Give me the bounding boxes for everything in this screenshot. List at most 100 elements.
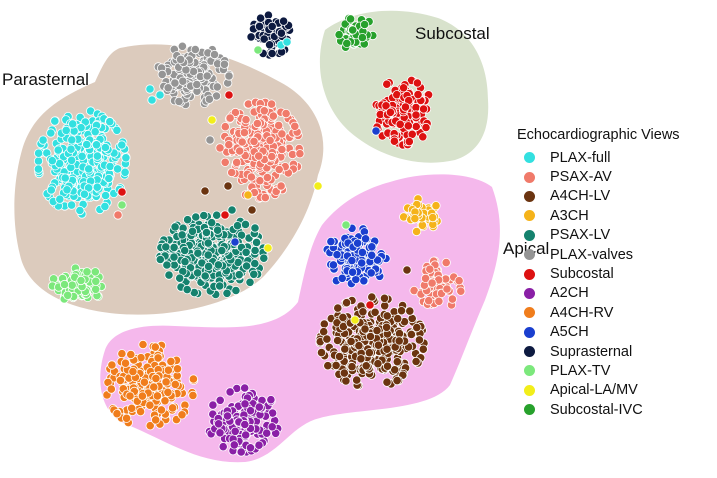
data-point <box>136 406 146 417</box>
data-point <box>219 59 229 69</box>
data-point <box>382 377 392 387</box>
data-point <box>402 265 412 275</box>
data-point <box>151 415 161 425</box>
data-point <box>152 391 162 401</box>
data-point <box>264 40 275 50</box>
data-point <box>92 151 103 161</box>
data-point <box>155 254 165 265</box>
legend-item: A3CH <box>517 206 680 225</box>
data-point <box>137 391 147 401</box>
data-point <box>213 260 223 270</box>
data-point <box>33 156 44 166</box>
data-point <box>234 270 244 280</box>
data-point <box>442 284 452 294</box>
data-point <box>360 234 371 244</box>
data-point <box>357 32 367 43</box>
data-point <box>389 136 399 146</box>
data-point <box>268 111 278 121</box>
data-point <box>212 210 222 220</box>
data-point <box>128 366 138 377</box>
data-point <box>188 66 199 77</box>
data-point <box>155 90 165 100</box>
legend-item: PSAX-AV <box>517 167 680 186</box>
legend-marker <box>524 326 535 338</box>
data-point <box>427 278 437 288</box>
data-point <box>406 329 416 339</box>
data-point <box>250 223 260 233</box>
data-point <box>59 279 70 290</box>
legend-label: A3CH <box>550 207 589 224</box>
data-point <box>322 334 332 344</box>
data-point <box>153 353 163 363</box>
data-point <box>33 164 44 174</box>
data-point <box>46 128 56 138</box>
data-point <box>371 126 381 136</box>
data-point <box>201 227 212 238</box>
data-point <box>347 255 357 266</box>
data-point <box>341 376 351 386</box>
data-point <box>411 356 421 367</box>
data-point <box>263 243 273 253</box>
legend-label: PLAX-TV <box>550 362 611 379</box>
legend-marker <box>524 346 535 358</box>
data-point <box>100 142 111 153</box>
data-point <box>276 28 286 38</box>
data-point <box>249 269 259 279</box>
data-point <box>150 342 160 352</box>
data-point <box>230 107 240 118</box>
data-point <box>139 377 149 387</box>
data-point <box>188 374 198 384</box>
data-point <box>230 237 240 247</box>
data-point <box>66 144 76 154</box>
data-point <box>187 226 198 236</box>
data-point <box>414 335 424 345</box>
data-point <box>278 16 289 26</box>
data-point <box>242 261 252 271</box>
data-point <box>90 127 100 137</box>
data-point <box>222 288 232 298</box>
data-point <box>209 49 220 60</box>
data-point <box>260 193 270 203</box>
data-point <box>347 362 357 372</box>
data-point <box>175 273 185 283</box>
data-point <box>447 294 457 304</box>
data-point <box>392 357 402 367</box>
data-point <box>46 185 56 195</box>
data-point <box>232 221 243 231</box>
data-point <box>208 400 218 410</box>
data-point <box>240 419 250 430</box>
data-point <box>177 230 187 240</box>
data-point <box>246 32 256 42</box>
data-point <box>215 143 225 153</box>
data-point <box>390 365 400 375</box>
legend-label: A2CH <box>550 285 589 302</box>
data-point <box>274 120 284 131</box>
data-point <box>334 30 344 40</box>
data-point <box>241 115 251 125</box>
data-point <box>382 311 392 321</box>
data-point <box>190 44 200 55</box>
data-point <box>421 122 431 133</box>
data-point <box>373 340 383 350</box>
data-point <box>214 419 224 429</box>
data-point <box>267 422 277 432</box>
data-point <box>359 276 369 286</box>
data-point <box>403 121 413 131</box>
data-point <box>252 118 262 129</box>
data-point <box>411 226 422 237</box>
data-point <box>398 83 409 93</box>
legend-label: PLAX-full <box>550 149 611 166</box>
data-point <box>151 373 161 383</box>
data-point <box>267 151 277 162</box>
data-point <box>163 83 173 93</box>
data-point <box>122 413 132 423</box>
legend-label: A4CH-RV <box>550 304 614 321</box>
data-point <box>91 276 101 286</box>
data-point <box>334 351 345 362</box>
data-point <box>332 250 342 260</box>
data-point <box>121 153 131 163</box>
data-point <box>367 292 377 302</box>
data-point <box>117 187 127 197</box>
data-point <box>259 253 269 263</box>
data-point <box>222 411 233 421</box>
